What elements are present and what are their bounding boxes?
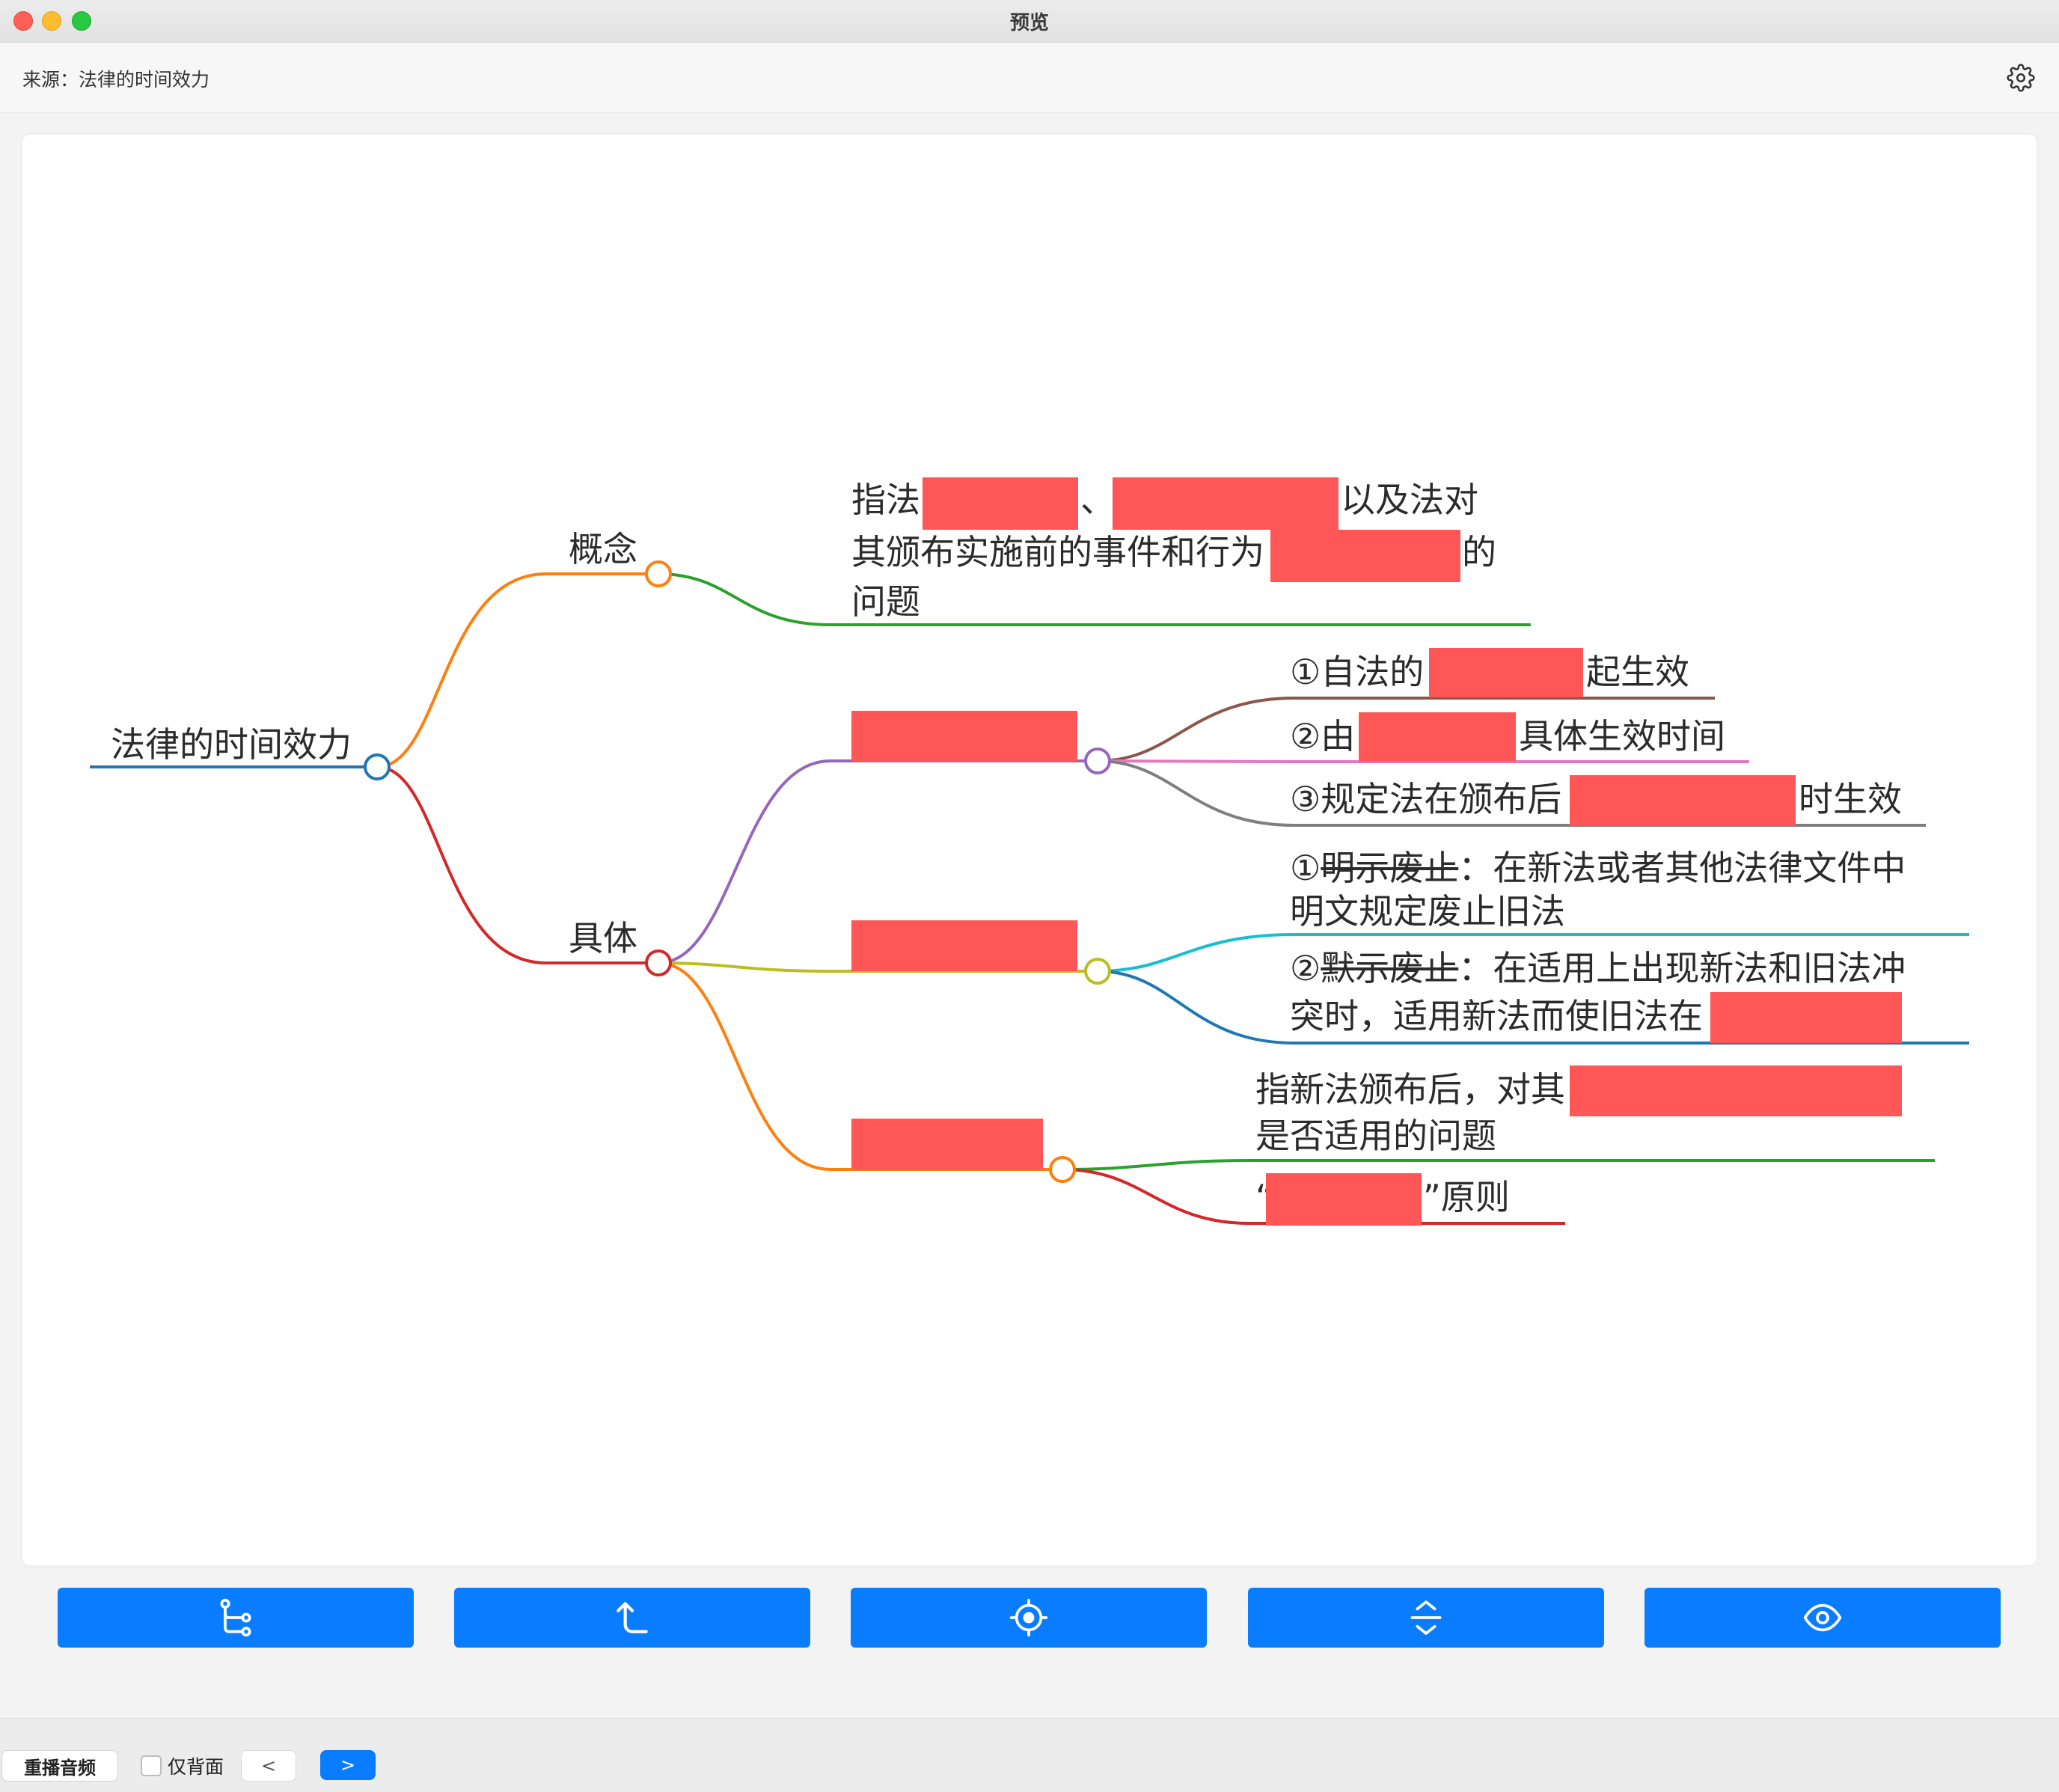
effect-item1-prefix: ①自法的 bbox=[1290, 652, 1425, 692]
edge-effect-3 bbox=[1097, 759, 1926, 827]
bottom-bar bbox=[0, 1718, 2059, 1792]
mindmap-canvas[interactable]: 法律的时间效力 概念 指法 、 以及法对 其颁布实施前的事件和行为 的 问题 具… bbox=[22, 135, 2037, 1565]
cloze-mask[interactable] bbox=[923, 477, 1078, 530]
edge-specific-termination bbox=[658, 961, 1098, 973]
mindmap-edges bbox=[90, 560, 1969, 1225]
retro-item1-line2: 是否适用的问题 bbox=[1255, 1116, 1496, 1156]
effect-node-circle bbox=[1084, 747, 1111, 774]
termination-item2-line1: ②默示废止：在适用上出现新法和旧法冲 bbox=[1290, 944, 1906, 992]
cloze-mask[interactable] bbox=[1266, 1173, 1422, 1226]
eye-icon bbox=[1803, 1603, 1842, 1632]
cloze-mask[interactable] bbox=[1570, 1065, 1902, 1116]
concept-leaf-line1-prefix: 指法 bbox=[851, 480, 920, 520]
effect-item3-prefix: ③规定法在颁布后 bbox=[1290, 779, 1562, 819]
expand-collapse-icon bbox=[1410, 1600, 1442, 1635]
concept-leaf-line2-prefix: 其颁布实施前的事件和行为 bbox=[851, 532, 1264, 572]
termination-item2-rest: ：在适用上出现新法和旧法冲 bbox=[1458, 948, 1906, 988]
cloze-mask[interactable] bbox=[1270, 530, 1460, 582]
edge-effect-1 bbox=[1097, 697, 1715, 762]
edge-root-specific bbox=[376, 765, 658, 964]
termination-item1-line1: ①明示废止：在新法或者其他法律文件中 bbox=[1290, 844, 1906, 892]
edge-termination-2 bbox=[1097, 970, 1969, 1045]
concept-node-label[interactable]: 概念 bbox=[569, 529, 637, 569]
window-title: 预览 bbox=[1009, 12, 1049, 34]
replay-audio-button[interactable]: 重播音频 bbox=[1, 1750, 118, 1782]
concept-leaf-line3: 问题 bbox=[851, 581, 920, 622]
effect-item2-suffix: 具体生效时间 bbox=[1519, 716, 1725, 756]
cloze-mask[interactable] bbox=[1570, 775, 1796, 826]
termination-node-mask[interactable] bbox=[851, 920, 1077, 971]
toggle-visibility-button[interactable] bbox=[1645, 1588, 2001, 1648]
edge-root-concept bbox=[376, 572, 658, 768]
expand-collapse-button[interactable] bbox=[1248, 1588, 1604, 1648]
mindmap-tree-button[interactable] bbox=[58, 1588, 414, 1648]
edge-specific-effect bbox=[658, 759, 1098, 964]
retro-node-circle bbox=[1049, 1156, 1076, 1183]
termination-node-circle bbox=[1084, 958, 1111, 985]
termination-item2-strike: 默示废止 bbox=[1321, 948, 1459, 988]
back-only-checkbox[interactable] bbox=[141, 1755, 162, 1776]
edge-retro-2 bbox=[1062, 1168, 1565, 1225]
arrow-up-left-icon bbox=[617, 1602, 648, 1633]
termination-item1-line2: 明文规定废止旧法 bbox=[1290, 891, 1565, 932]
retro-item2-close: ”原则 bbox=[1423, 1177, 1510, 1217]
concept-node-circle bbox=[645, 560, 672, 587]
mindmap-tree-icon bbox=[220, 1598, 251, 1637]
close-window-button[interactable] bbox=[13, 11, 33, 31]
termination-item2-line2: 突时，适用新法而使旧法在 bbox=[1290, 996, 1703, 1036]
termination-item1-strike: 明示废止 bbox=[1321, 848, 1459, 888]
specific-node-label[interactable]: 具体 bbox=[569, 918, 637, 958]
effect-item2-prefix: ②由 bbox=[1290, 716, 1356, 756]
cloze-mask[interactable] bbox=[1113, 477, 1338, 530]
prev-button[interactable]: < bbox=[241, 1750, 296, 1782]
retro-item1-prefix: 指新法颁布后，对其 bbox=[1255, 1069, 1565, 1110]
concept-leaf-line1-suffix: 以及法对 bbox=[1341, 480, 1478, 520]
minimize-window-button[interactable] bbox=[42, 11, 61, 31]
header-bar: 来源：法律的时间效力 bbox=[0, 43, 2059, 113]
target-locate-icon bbox=[1009, 1598, 1048, 1637]
go-parent-button[interactable] bbox=[454, 1588, 810, 1648]
edge-specific-retro bbox=[658, 961, 1062, 1171]
root-node-label[interactable]: 法律的时间效力 bbox=[111, 724, 352, 765]
root-node-circle bbox=[364, 753, 391, 780]
edge-effect-2 bbox=[1097, 759, 1749, 763]
source-label: 来源：法律的时间效力 bbox=[22, 69, 210, 91]
title-bar: 预览 bbox=[0, 0, 2059, 43]
effect-node-mask[interactable] bbox=[851, 711, 1077, 762]
concept-leaf-line1-sep: 、 bbox=[1080, 480, 1115, 520]
cloze-mask[interactable] bbox=[1429, 648, 1583, 697]
termination-item1-num: ① bbox=[1290, 848, 1321, 888]
back-only-label[interactable]: 仅背面 bbox=[168, 1756, 224, 1778]
retro-node-mask[interactable] bbox=[851, 1119, 1043, 1169]
specific-node-circle bbox=[645, 949, 672, 976]
edge-retro-1 bbox=[1062, 1159, 1935, 1171]
termination-item1-rest: ：在新法或者其他法律文件中 bbox=[1458, 848, 1906, 888]
next-button[interactable]: > bbox=[320, 1750, 376, 1780]
cloze-mask[interactable] bbox=[1710, 992, 1902, 1043]
gear-icon[interactable] bbox=[2007, 64, 2035, 92]
zoom-window-button[interactable] bbox=[72, 11, 91, 31]
edge-concept-leaf bbox=[658, 572, 1531, 626]
concept-leaf-line2-suffix: 的 bbox=[1462, 532, 1496, 572]
locate-button[interactable] bbox=[851, 1588, 1207, 1648]
edge-termination-1 bbox=[1097, 933, 1969, 973]
effect-item1-suffix: 起生效 bbox=[1586, 652, 1689, 692]
termination-item2-num: ② bbox=[1290, 948, 1321, 988]
effect-item3-suffix: 时生效 bbox=[1799, 779, 1902, 819]
cloze-mask[interactable] bbox=[1359, 712, 1516, 762]
